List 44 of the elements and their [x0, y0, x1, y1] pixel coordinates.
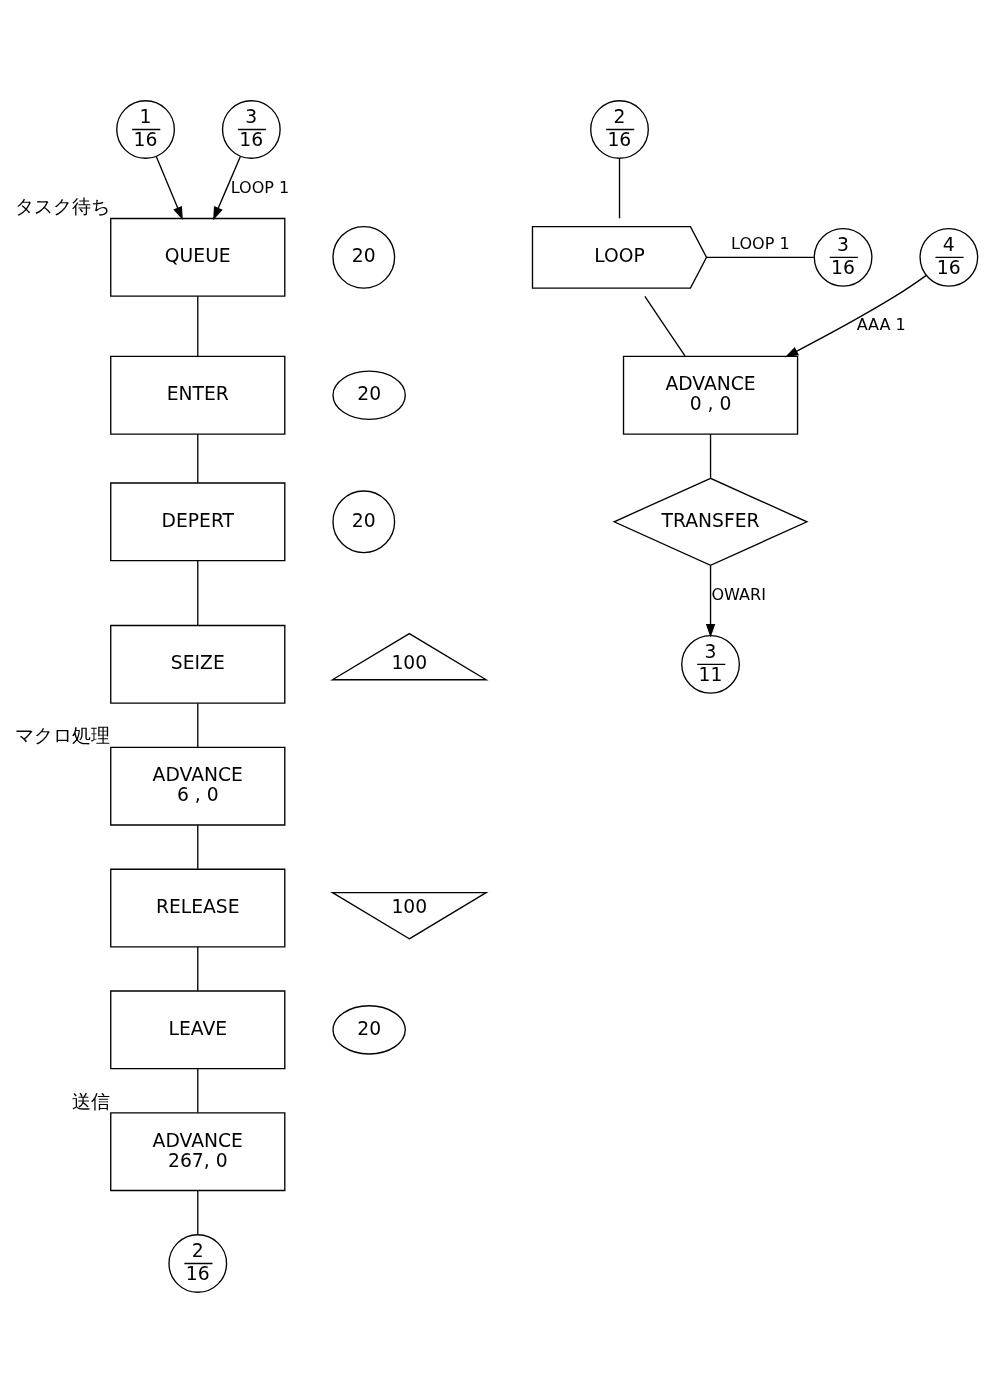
- arrow: [155, 156, 183, 221]
- edge-label: OWARI: [710, 584, 766, 604]
- node-box: ENTER: [109, 355, 285, 435]
- node-box: QUEUE: [109, 217, 285, 297]
- node-label: 送信: [71, 1090, 110, 1112]
- node-ellipse: 20: [331, 370, 406, 421]
- node-box: ADVANCE 0 , 0: [622, 355, 798, 435]
- node-circle: 3 11: [680, 634, 740, 694]
- connector: [196, 1189, 198, 1236]
- node-circle: 3 16: [221, 100, 281, 159]
- node-circle: 1 16: [115, 100, 175, 159]
- arrow: [705, 564, 715, 638]
- connector: [196, 295, 198, 357]
- node-circle: 20: [331, 225, 395, 289]
- node-box: SEIZE: [109, 624, 285, 704]
- node-box: ADVANCE 6 , 0: [109, 746, 285, 826]
- edge-label: LOOP 1: [730, 233, 790, 253]
- connector: [196, 946, 198, 992]
- node-box: DEPERT: [109, 482, 285, 562]
- edge-label: AAA 1: [856, 315, 906, 335]
- connector: [196, 559, 198, 627]
- connector: [196, 433, 198, 484]
- node-label: マクロ処理: [14, 725, 110, 747]
- connector: [705, 256, 815, 259]
- arrow: [212, 155, 241, 221]
- node-circle: 2 16: [167, 1234, 227, 1293]
- connector: [196, 1068, 198, 1114]
- arrow: [784, 274, 927, 358]
- node-circle: 20: [331, 490, 395, 554]
- node-circle: 3 16: [813, 227, 873, 287]
- node-ellipse: 20: [331, 1005, 406, 1055]
- edge-label: LOOP 1: [230, 177, 289, 197]
- connector: [709, 433, 711, 479]
- node-circle: 2 16: [589, 100, 649, 159]
- connector: [618, 157, 620, 219]
- connector: [196, 824, 198, 870]
- connector: [196, 702, 198, 748]
- node-diamond: TRANSFER: [612, 477, 809, 567]
- node-circle: 4 16: [918, 227, 978, 287]
- node-box: ADVANCE 267, 0: [109, 1112, 285, 1192]
- node-label: タスク待ち: [14, 196, 110, 218]
- node-box: RELEASE: [109, 868, 285, 948]
- node-box: LEAVE: [109, 990, 285, 1070]
- connector: [643, 295, 686, 357]
